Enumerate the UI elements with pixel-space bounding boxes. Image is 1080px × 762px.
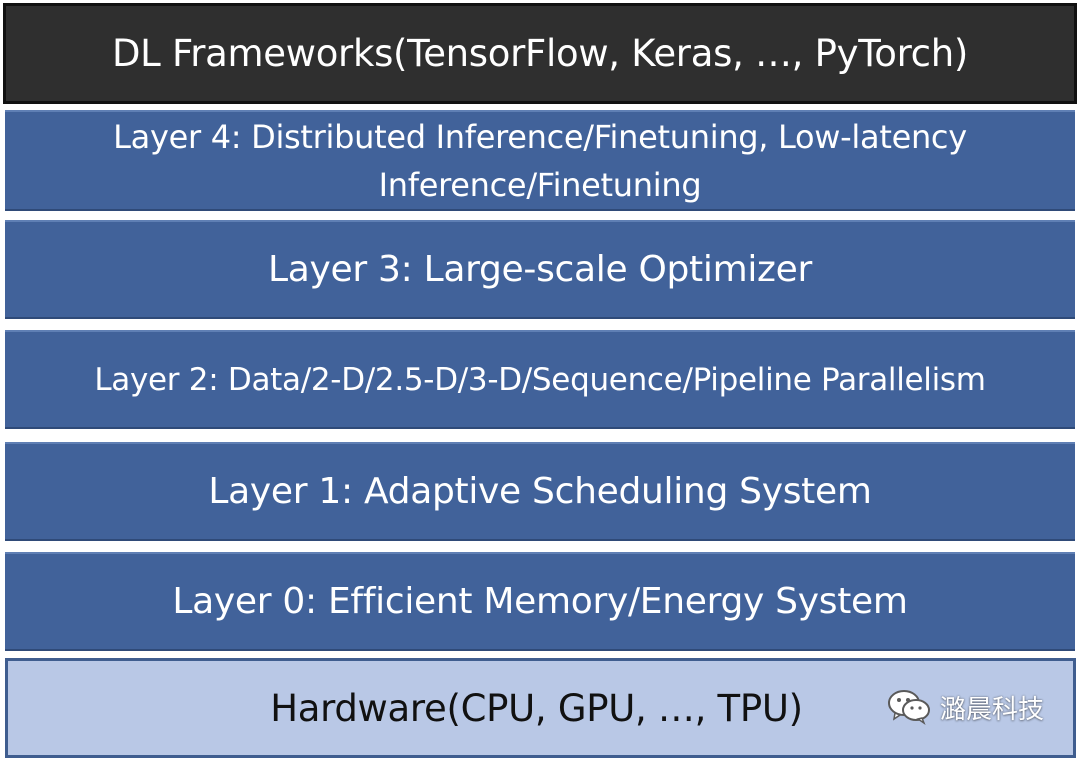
layer-1-block: Layer 1: Adaptive Scheduling System [5, 442, 1075, 541]
layer-2-block: Layer 2: Data/2-D/2.5-D/3-D/Sequence/Pip… [5, 330, 1075, 429]
wechat-watermark: 潞晨科技 [886, 688, 1044, 726]
layer-2-label: Layer 2: Data/2-D/2.5-D/3-D/Sequence/Pip… [94, 361, 986, 398]
framework-layer: DL Frameworks(TensorFlow, Keras, …, PyTo… [3, 3, 1077, 104]
framework-label: DL Frameworks(TensorFlow, Keras, …, PyTo… [111, 32, 968, 75]
hardware-label: Hardware(CPU, GPU, …, TPU) [270, 686, 803, 730]
wechat-icon [888, 690, 930, 725]
layer-0-block: Layer 0: Efficient Memory/Energy System [5, 552, 1075, 651]
layer-3-label: Layer 3: Large-scale Optimizer [268, 249, 812, 290]
layer-4-line-1: Layer 4: Distributed Inference/Finetunin… [113, 117, 967, 156]
layer-4-line-2: Inference/Finetuning [378, 165, 702, 204]
layer-3-block: Layer 3: Large-scale Optimizer [5, 220, 1075, 319]
layer-4-label: Layer 4: Distributed Inference/Finetunin… [113, 113, 967, 209]
watermark-text: 潞晨科技 [940, 694, 1045, 725]
layer-1-label: Layer 1: Adaptive Scheduling System [208, 471, 872, 512]
layer-4-block: Layer 4: Distributed Inference/Finetunin… [5, 110, 1075, 211]
layer-0-label: Layer 0: Efficient Memory/Energy System [172, 581, 908, 622]
